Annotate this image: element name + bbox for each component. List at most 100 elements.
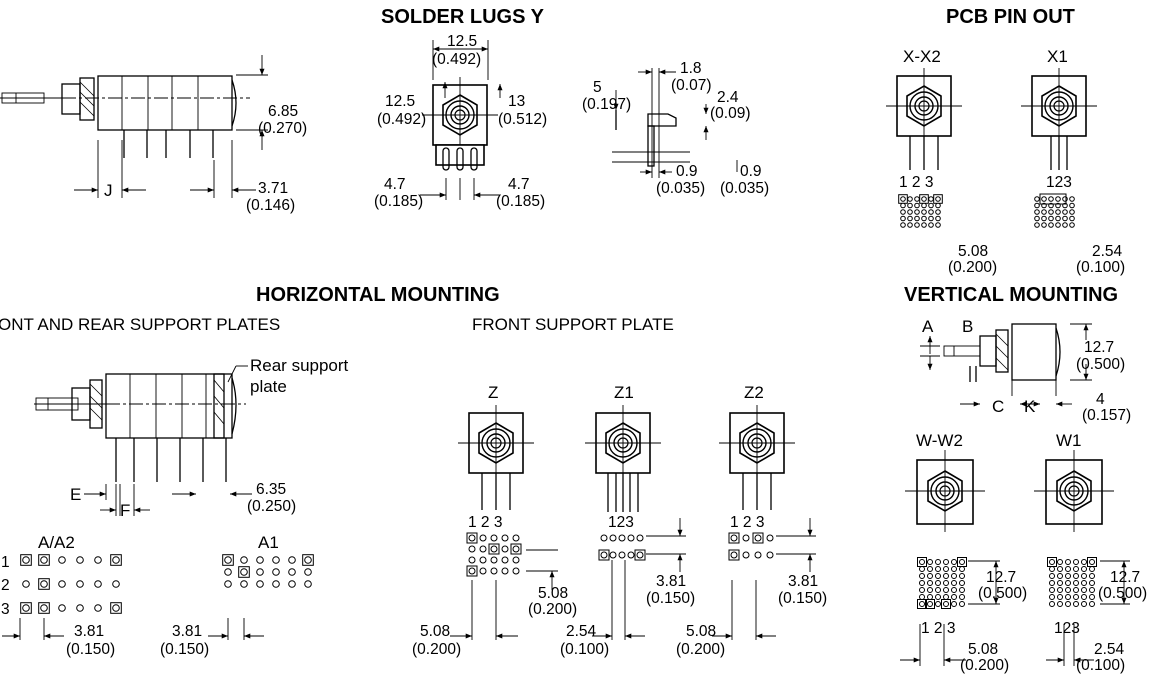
pcb-hole (907, 215, 913, 222)
pcb-hole (951, 559, 957, 565)
dim-5-08-z2: 5.08 (686, 623, 716, 640)
pcb-hole (935, 202, 941, 209)
pcb-pad-square (238, 566, 250, 578)
row-label-1: 1 (1, 554, 10, 571)
pcb-hole (1034, 215, 1040, 222)
pcb-hole (58, 556, 66, 564)
pcb-hole (1073, 580, 1079, 586)
pcb-hole (914, 215, 920, 222)
dim-0-200-w: (0.200) (960, 657, 1009, 674)
pcb-hole (224, 568, 232, 576)
dim-3-81-a-a2: 3.81 (74, 623, 104, 640)
pcb-hole (1048, 209, 1054, 215)
pcb-hole (907, 209, 913, 215)
dim-2-54-w1: 2.54 (1094, 641, 1125, 658)
pcb-hole (943, 594, 949, 600)
dim-label-b: B (962, 317, 973, 336)
z2-front-view (718, 404, 796, 510)
pcb-hole (22, 580, 30, 588)
pcb-hole (943, 573, 949, 579)
pcb-hole (921, 222, 927, 228)
pcb-hole (927, 566, 933, 572)
dim-12-7-w1: 12.7 (1110, 569, 1140, 586)
pcb-hole (927, 594, 933, 600)
pins-123-z2: 1 2 3 (730, 514, 764, 531)
pcb-hole (927, 601, 933, 607)
subheading-front-plate: FRONT SUPPORT PLATE (472, 315, 674, 334)
label-w1: W1 (1056, 431, 1082, 450)
pcb-grid-z2 (728, 532, 774, 561)
pcb-hole (1049, 580, 1055, 586)
dim-1-8: 1.8 (680, 60, 702, 77)
pcb-hole (600, 551, 608, 559)
pcb-hole (468, 556, 476, 564)
pcb-hole (730, 534, 738, 542)
pcb-hole (919, 601, 925, 607)
pcb-hole (1065, 559, 1071, 565)
pcb-hole (919, 559, 925, 565)
z-front-view (457, 404, 535, 510)
pcb-hole (1065, 573, 1071, 579)
dim-0-100-pcb: (0.100) (1076, 259, 1125, 276)
pcb-hole (112, 580, 120, 588)
dim-label-e: E (70, 485, 81, 504)
dim-12-7-w: 12.7 (986, 569, 1016, 586)
pcb-hole (1089, 601, 1095, 607)
dim-0-500-vert: (0.500) (1076, 356, 1125, 373)
pcb-hole (627, 534, 635, 542)
pcb-grid-z (466, 532, 522, 577)
pcb-hole (935, 222, 941, 228)
pcb-hole (935, 573, 941, 579)
pcb-hole (304, 580, 312, 588)
pcb-hole (943, 566, 949, 572)
pcb-grid-z1 (598, 534, 646, 561)
label-w-w2: W-W2 (916, 431, 963, 450)
pcb-hole (1089, 580, 1095, 586)
pcb-hole (256, 556, 264, 564)
pcb-hole (256, 580, 264, 588)
pcb-hole (288, 556, 296, 564)
pcb-hole (921, 209, 927, 215)
dim-0-150-z1: (0.150) (646, 590, 695, 607)
pcb-pad-square (110, 602, 122, 614)
pcb-hole (914, 196, 920, 202)
pcb-hole (1034, 209, 1040, 215)
heading-horizontal-mounting: HORIZONTAL MOUNTING (256, 284, 500, 306)
pcb-hole (1049, 601, 1055, 607)
dim-0-250: (0.250) (247, 498, 296, 515)
pcb-hole (1057, 587, 1063, 593)
pcb-hole (943, 559, 949, 565)
pcb-hole (1049, 573, 1055, 579)
pcb-hole (900, 215, 906, 222)
dim-0-100-z1: (0.100) (560, 641, 609, 658)
pcb-pad-square (302, 554, 314, 566)
pcb-hole (468, 545, 476, 553)
pcb-hole (76, 556, 84, 564)
pcb-hole (919, 566, 925, 572)
pcb-hole (76, 604, 84, 612)
pcb-hole (907, 202, 913, 209)
dim-3-81-a1: 3.81 (172, 623, 202, 640)
pcb-hole (490, 567, 498, 575)
pcb-hole (1034, 222, 1040, 228)
dim-0-500-w1: (0.500) (1098, 585, 1147, 602)
pcb-pad-outline (1039, 193, 1067, 205)
w-w2-front-view (905, 450, 985, 532)
vertical-side-view (920, 323, 1092, 407)
dim-12-5-top: 12.5 (447, 33, 477, 50)
dim-0-185-right: (0.185) (496, 193, 545, 210)
pcb-hole (900, 209, 906, 215)
pcb-hole (1034, 196, 1040, 202)
pins-123-z1: 123 (608, 514, 634, 531)
dim-5-08-w: 5.08 (968, 641, 998, 658)
pcb-hole (1073, 601, 1079, 607)
dim-4-vert: 4 (1096, 391, 1105, 408)
pcb-hole (1041, 209, 1047, 215)
pcb-hole (1057, 580, 1063, 586)
pcb-hole (959, 573, 965, 579)
pcb-pad-square (634, 549, 646, 561)
dim-2-54-z1: 2.54 (566, 623, 597, 640)
dim-0-157-vert: (0.157) (1082, 407, 1131, 424)
pcb-hole (928, 202, 934, 209)
pcb-hole (754, 534, 762, 542)
